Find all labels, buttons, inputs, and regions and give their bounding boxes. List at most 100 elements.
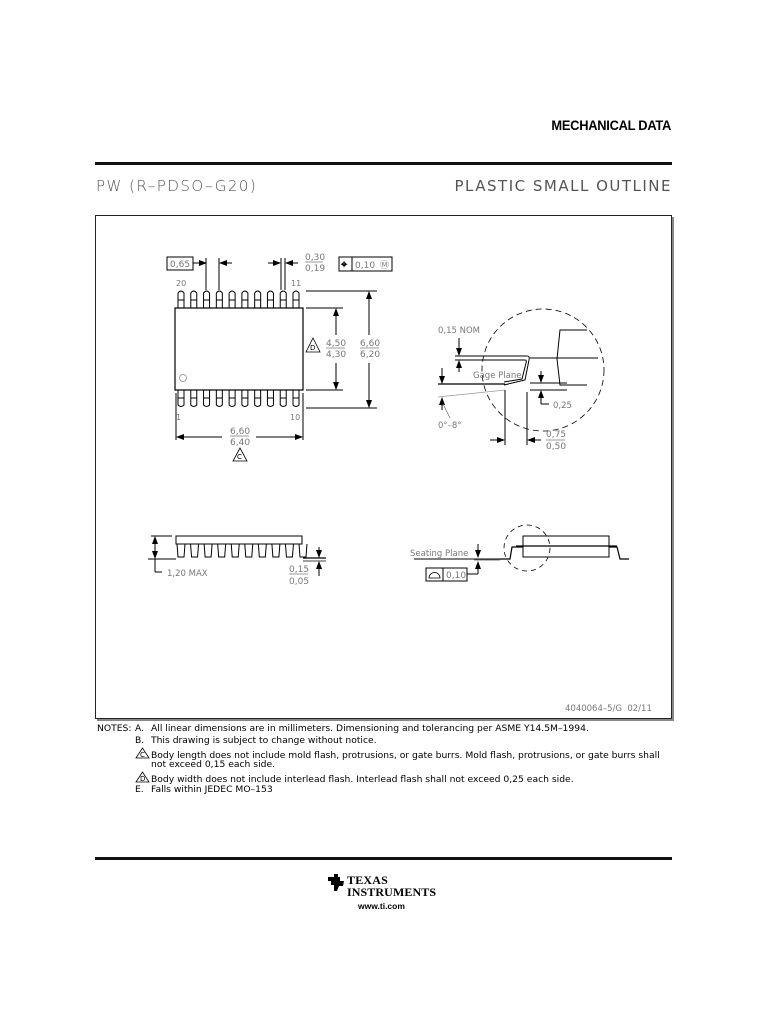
foot-length-min: 0,50 [546, 442, 566, 452]
bottom-pin [228, 390, 236, 407]
note-c-flag-icon: C [135, 747, 151, 759]
top-pin [266, 290, 274, 308]
top-pin [190, 290, 198, 308]
pin-pitch-callout: 0,65 [166, 256, 232, 290]
chip-body [174, 307, 304, 391]
svg-text:C: C [237, 453, 242, 461]
height-max-label: 1,20 MAX [167, 569, 208, 579]
mmc-symbol-icon: Ⓜ [380, 260, 389, 271]
note-c-flag-icon: C [232, 447, 248, 462]
drawing-number: 4040064–5/G 02/11 [565, 704, 652, 714]
gage-plane-label: Gage Plane [473, 371, 521, 381]
section-title: MECHANICAL DATA [551, 117, 671, 133]
bottom-pin [215, 390, 223, 407]
top-pin [215, 290, 223, 308]
bottom-pin [266, 390, 274, 407]
pin-pitch-value: 0,65 [170, 260, 190, 270]
bottom-pin [190, 390, 198, 407]
position-symbol-icon: ⌖ [340, 258, 348, 271]
top-pin [177, 290, 185, 308]
seating-plane-label: Seating Plane [410, 549, 468, 559]
body-length-dimension: 6,60 6,40 C [175, 393, 304, 462]
side-view: 1,20 MAX 0,15 0,05 [148, 535, 326, 587]
drawing-frame [95, 215, 672, 719]
bottom-pin [203, 390, 211, 407]
body-width-max: 4,50 [326, 339, 346, 349]
bottom-pin [177, 390, 185, 407]
foot-length-max: 0,75 [546, 430, 566, 440]
side-pins [176, 543, 308, 558]
bottom-pin [292, 390, 300, 407]
side-pin [217, 543, 227, 558]
pin-label-10: 10 [290, 413, 300, 422]
side-pin [271, 543, 281, 558]
top-pin [228, 290, 236, 308]
position-tolerance-frame: ⌖ 0,10 Ⓜ [338, 256, 393, 272]
bottom-pins [177, 390, 300, 407]
pin-label-1: 1 [176, 413, 181, 422]
standoff-min: 0,05 [289, 577, 309, 587]
lead-width-max: 0,30 [305, 253, 325, 263]
bottom-pin [241, 390, 249, 407]
body-length-min: 6,40 [230, 438, 250, 448]
side-pin [284, 543, 294, 558]
gage-height-value: 0,25 [553, 401, 572, 411]
side-pin [244, 543, 254, 558]
brand-line-2: INSTRUMENTS [347, 885, 437, 899]
detail-circle [481, 308, 605, 432]
overall-width-max: 6,60 [360, 339, 380, 349]
note-b: B.This drawing is subject to change with… [135, 735, 377, 746]
note-d-flag-icon: D [135, 771, 151, 783]
svg-text:D: D [310, 344, 315, 352]
top-pin [279, 290, 287, 308]
top-pin [241, 290, 249, 308]
lead-thickness-label: 0,15 NOM [438, 326, 480, 336]
end-view: Seating Plane 0,10 [410, 524, 629, 582]
website-link[interactable]: www.ti.com [358, 901, 405, 911]
note-e: E.Falls within JEDEC MO–153 [135, 784, 273, 795]
side-pin [298, 543, 308, 558]
note-a: A.All linear dimensions are in millimete… [135, 723, 589, 734]
svg-text:D: D [140, 775, 145, 783]
coplanarity-value: 0,10 [446, 571, 466, 581]
lead-detail-view: 0,15 NOM Gage Plane 0°–8° 0,25 0,75 0,50 [437, 308, 605, 452]
side-pin [203, 543, 213, 558]
top-pin [203, 290, 211, 308]
lead-width-callout: 0,30 0,19 [268, 253, 325, 290]
note-d-flag-icon: D [305, 337, 321, 353]
end-detail-circle [503, 524, 551, 572]
position-tolerance-value: 0,10 [355, 261, 375, 271]
body-length-max: 6,60 [230, 427, 250, 437]
footer-rule [95, 857, 672, 860]
standoff-max: 0,15 [289, 565, 309, 575]
ti-logo-icon [328, 874, 344, 891]
overall-width-min: 6,20 [360, 350, 380, 360]
body-width-min: 4,30 [326, 350, 346, 360]
lead-width-min: 0,19 [305, 264, 325, 274]
body-width-dimension: 4,50 4,30 D [305, 307, 346, 391]
package-description: PLASTIC SMALL OUTLINE [454, 177, 672, 195]
top-pins [177, 290, 300, 308]
notes-label: NOTES: [97, 723, 132, 734]
coplanarity-symbol-icon [428, 572, 441, 579]
overall-width-dimension: 6,60 6,20 [306, 290, 380, 409]
pin-label-20: 20 [176, 279, 186, 288]
bottom-pin [254, 390, 262, 407]
top-pin [292, 290, 300, 308]
top-pin [254, 290, 262, 308]
side-pin [257, 543, 267, 558]
notes-section: NOTES: A.All linear dimensions are in mi… [97, 723, 667, 803]
brand-line-1: TEXAS [347, 873, 389, 887]
side-pin [176, 543, 186, 558]
pin-label-11: 11 [291, 279, 301, 288]
pin1-indicator-icon [179, 374, 187, 382]
bottom-pin [279, 390, 287, 407]
header-rule [95, 162, 672, 165]
angle-label: 0°–8° [438, 421, 462, 431]
note-c-continuation: not exceed 0,15 each side. [151, 759, 276, 770]
package-code: PW (R–PDSO–G20) [96, 177, 258, 195]
side-pin [230, 543, 240, 558]
